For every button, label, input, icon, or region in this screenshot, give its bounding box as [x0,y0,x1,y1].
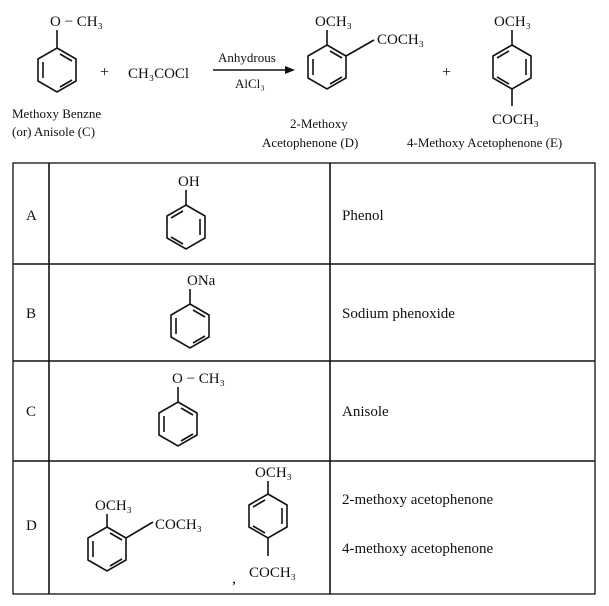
anisole-table-benzene-ring [158,401,198,447]
acetyl-chloride-label: CH₃COCl [128,66,189,82]
product2-inner-bond [496,50,510,59]
row-letter: D [26,518,37,534]
phenol-benzene-ring [166,204,206,250]
table-row: B ONa Sodium phenoxide [26,273,455,349]
row-a-inner-bond [170,236,184,245]
product1-inner-bond [329,50,343,59]
compound-name-line1: 2-methoxy acetophenone [342,492,494,508]
product1-och3-label: OCH₃ [315,14,352,30]
row-d-para-inner-bond [252,499,266,508]
compound-name: Phenol [342,208,384,224]
row-d-ortho-inner-bond [109,532,123,541]
product1-name-line1: 2-Methoxy [290,116,348,131]
row-a-inner-bond [170,210,184,219]
row-d-ortho-och3: OCH₃ [95,498,132,514]
row-b-substituent: ONa [187,273,216,289]
product2-name: 4-Methoxy Acetophenone (E) [407,135,562,150]
row-d-comma: , [232,570,236,587]
row-d-para-och3: OCH₃ [255,465,292,481]
compound-name: Anisole [342,404,389,420]
product1-coch3-label: COCH₃ [377,32,424,48]
row-c-inner-bond [180,407,194,416]
anisole-substituent-label: O − CH₃ [50,14,103,30]
table-row: C O − CH₃ Anisole [26,371,389,447]
plus-sign-2: + [442,64,451,81]
row-d-ortho-coch3: COCH₃ [155,517,202,533]
row-b-inner-bond [192,309,206,318]
row-d-ortho-coch3-bond [125,521,154,539]
row-a-substituent: OH [178,174,200,190]
table-row: A OH Phenol [26,174,384,250]
reaction-arrow-head [285,66,295,74]
row-letter: B [26,306,36,322]
table-border [12,162,596,595]
condition-top-label: Anhydrous [218,50,276,65]
anisole-benzene-ring [37,47,77,93]
anisole-name-line1: Methoxy Benzne [12,106,101,121]
row-letter: C [26,404,36,420]
anisole-name-line2: (or) Anisole (C) [12,124,95,139]
row-letter: A [26,208,37,224]
phenoxide-benzene-ring [170,303,210,349]
row-c-substituent: O − CH₃ [172,371,225,387]
product1-coch3-bond [345,39,375,57]
table-row: D OCH₃ COCH₃ , OCH₃ COCH₃ 2-methoxy acet… [26,465,494,587]
product2-coch3-label: COCH₃ [492,112,539,128]
row-d-para-coch3: COCH₃ [249,565,296,581]
row-c-inner-bond [180,433,194,442]
product1-name-line2: Acetophenone (D) [262,135,358,150]
row-d-ortho-inner-bond [109,558,123,567]
anisole-inner-bond [59,79,73,88]
plus-sign-1: + [100,64,109,81]
product2-inner-bond [496,76,510,85]
anisole-inner-bond [59,53,73,62]
compound-name: Sodium phenoxide [342,306,455,322]
row-d-para-inner-bond [252,525,266,534]
condition-bottom-label: AlCl₃ [235,76,265,91]
product1-inner-bond [329,76,343,85]
reaction-scheme: O − CH₃ Methoxy Benzne (or) Anisole (C) … [12,14,562,150]
product2-och3-label: OCH₃ [494,14,531,30]
compound-table: A OH Phenol B ONa Sodium phenoxide C O −… [12,162,596,595]
row-b-inner-bond [192,335,206,344]
compound-name-line2: 4-methoxy acetophenone [342,541,494,557]
